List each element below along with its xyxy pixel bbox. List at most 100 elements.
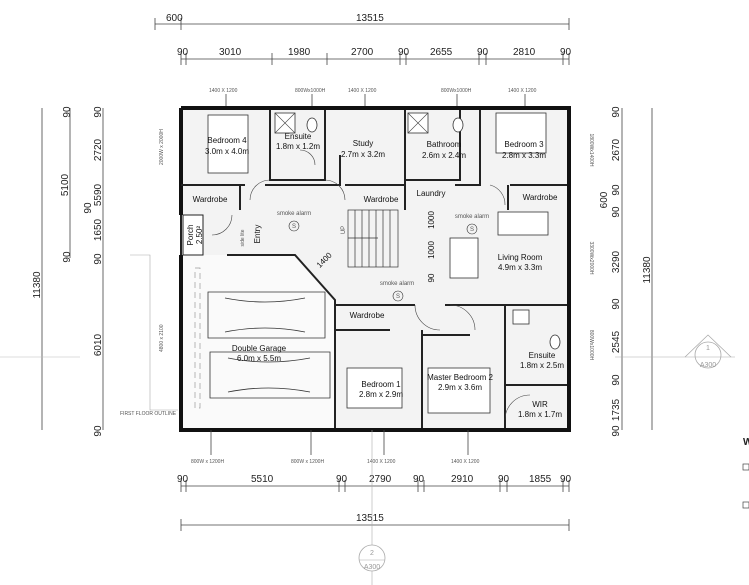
dim-label: 90 (336, 474, 348, 485)
window-label: 800W x 1200H (191, 459, 224, 465)
section-number: 1 (706, 345, 710, 352)
dim-label: 6010 (93, 333, 104, 356)
room-name: Bathroom (427, 140, 462, 149)
right-dimensions: 90 2670 90 600 90 3290 90 2545 90 1735 9… (599, 106, 653, 437)
window-labels-left: 2000W x 2000H 4800 x 2100 FIRST FLOOR OU… (120, 129, 178, 417)
dim-label: 1855 (529, 474, 552, 485)
room-size: 2.50² (195, 226, 204, 245)
first-floor-outline-label: FIRST FLOOR OUTLINE (120, 411, 177, 417)
dim-label: 2655 (430, 47, 453, 58)
dim-label: 3010 (219, 47, 242, 58)
dim-label: 90 (611, 206, 622, 218)
dim-label: 90 (611, 374, 622, 386)
dim-label: 90 (560, 47, 572, 58)
room-size: 2.7m x 3.2m (341, 150, 385, 159)
window-label: 4800 x 2100 (159, 324, 165, 352)
room-name: Living Room (498, 253, 543, 262)
window-label: 1400 X 1200 (451, 459, 480, 465)
dim-label: 90 (93, 106, 104, 118)
dim-label: 1735 (611, 398, 622, 421)
smoke-alarm-icon: S (292, 224, 296, 230)
dim-label: 2790 (369, 474, 392, 485)
room-name: Ensuite (285, 132, 312, 141)
dim-label: 2700 (351, 47, 374, 58)
dim-label: 2810 (513, 47, 536, 58)
fixtures (194, 112, 561, 414)
window-label: 800Wx1000H (588, 330, 594, 361)
window-label: 800W x 1200H (291, 459, 324, 465)
window-labels-top: 1400 X 1200 800Wx1000H 1400 X 1200 800Wx… (209, 88, 537, 108)
room-size: 6.0m x 5.5m (237, 354, 281, 363)
room-labels: Bedroom 4 3.0m x 4.0m Ensuite 1.8m x 1.2… (186, 132, 564, 419)
dim-label: 2910 (451, 474, 474, 485)
room-size: 2.9m x 3.6m (438, 383, 482, 392)
room-size: 1.8m x 1.7m (518, 410, 562, 419)
dim-label: 90 (177, 47, 189, 58)
window-label: 800Wx1000H (295, 88, 326, 94)
stair-up-label: UP (341, 226, 347, 234)
dim-label: 11380 (32, 271, 43, 299)
dim-label: 90 (498, 474, 510, 485)
window-label: 1400 X 1200 (367, 459, 396, 465)
section-sheet: A300 (364, 564, 380, 571)
window-label: 800Wx1000H (441, 88, 472, 94)
window-label: 1400 X 1200 (209, 88, 238, 94)
dim-label: 90 (413, 474, 425, 485)
dim-label: 11380 (642, 256, 653, 284)
top-dimensions: 600 13515 90 3010 1980 2700 90 2655 90 2… (154, 13, 572, 65)
dim-label: 90 (611, 425, 622, 437)
dim-label: 600 (599, 191, 610, 208)
dim-label: 2720 (93, 138, 104, 161)
wardrobe-label: Wardrobe (350, 311, 385, 320)
entry-door-label: side lite (240, 229, 246, 246)
window-label: 3300Wx2000H (588, 241, 594, 274)
dim-label: 1980 (288, 47, 311, 58)
smoke-alarm-icon: S (470, 227, 474, 233)
room-size: 2.6m x 2.4m (422, 151, 466, 160)
window-label: 1400 X 1200 (348, 88, 377, 94)
smoke-alarm-icon: S (396, 294, 400, 300)
smoke-alarm-label: smoke alarm (455, 214, 489, 220)
dim-label: 90 (611, 106, 622, 118)
room-name: Bedroom 1 (361, 380, 401, 389)
room-name: Master Bedroom 2 (427, 373, 493, 382)
dim-label: 90 (93, 253, 104, 265)
room-name: Double Garage (232, 344, 287, 353)
smoke-alarm-label: smoke alarm (277, 211, 311, 217)
window-label: 1800Wx1400H (588, 133, 594, 166)
internal-dim: 1000 (427, 241, 436, 259)
room-name: Ensuite (529, 351, 556, 360)
room-size: 3.0m x 4.0m (205, 147, 249, 156)
left-dimensions: 11380 90 5100 90 90 2720 5590 90 1650 90… (0, 106, 104, 437)
dim-label: 90 (83, 202, 94, 214)
dim-label: 2670 (611, 138, 622, 161)
room-name: WIR (532, 400, 548, 409)
window-label: 1400 X 1200 (508, 88, 537, 94)
dim-label: 2545 (611, 330, 622, 353)
dim-label: 90 (93, 425, 104, 437)
entry-label: Entry (253, 225, 262, 244)
dim-label: 13515 (356, 513, 384, 524)
dim-label: 90 (62, 251, 73, 263)
internal-dim: 1000 (427, 211, 436, 229)
room-size: 2.8m x 2.9m (359, 390, 403, 399)
door-swings (211, 149, 531, 421)
section-marker-2: 2 A300 (358, 430, 386, 585)
room-name: Porch (186, 225, 195, 246)
room-size: 1.8m x 2.5m (520, 361, 564, 370)
dim-label: 5590 (93, 183, 104, 206)
dim-label: 90 (611, 184, 622, 196)
window-label: 2000W x 2000H (159, 129, 165, 165)
dim-label: 13515 (356, 13, 384, 24)
window-labels-right: 1800Wx1400H 3300Wx2000H 800Wx1000H (588, 133, 594, 360)
dim-label: 90 (177, 474, 189, 485)
dim-label: 5100 (60, 173, 71, 196)
smoke-alarm-label: smoke alarm (380, 281, 414, 287)
internal-dim: 90 (427, 273, 436, 282)
laundry-label: Laundry (417, 189, 446, 198)
room-name: Bedroom 4 (207, 136, 247, 145)
room-size: 2.8m x 3.3m (502, 151, 546, 160)
dim-label: 90 (560, 474, 572, 485)
window-labels-bottom: 800W x 1200H 800W x 1200H 1400 X 1200 14… (191, 430, 480, 465)
